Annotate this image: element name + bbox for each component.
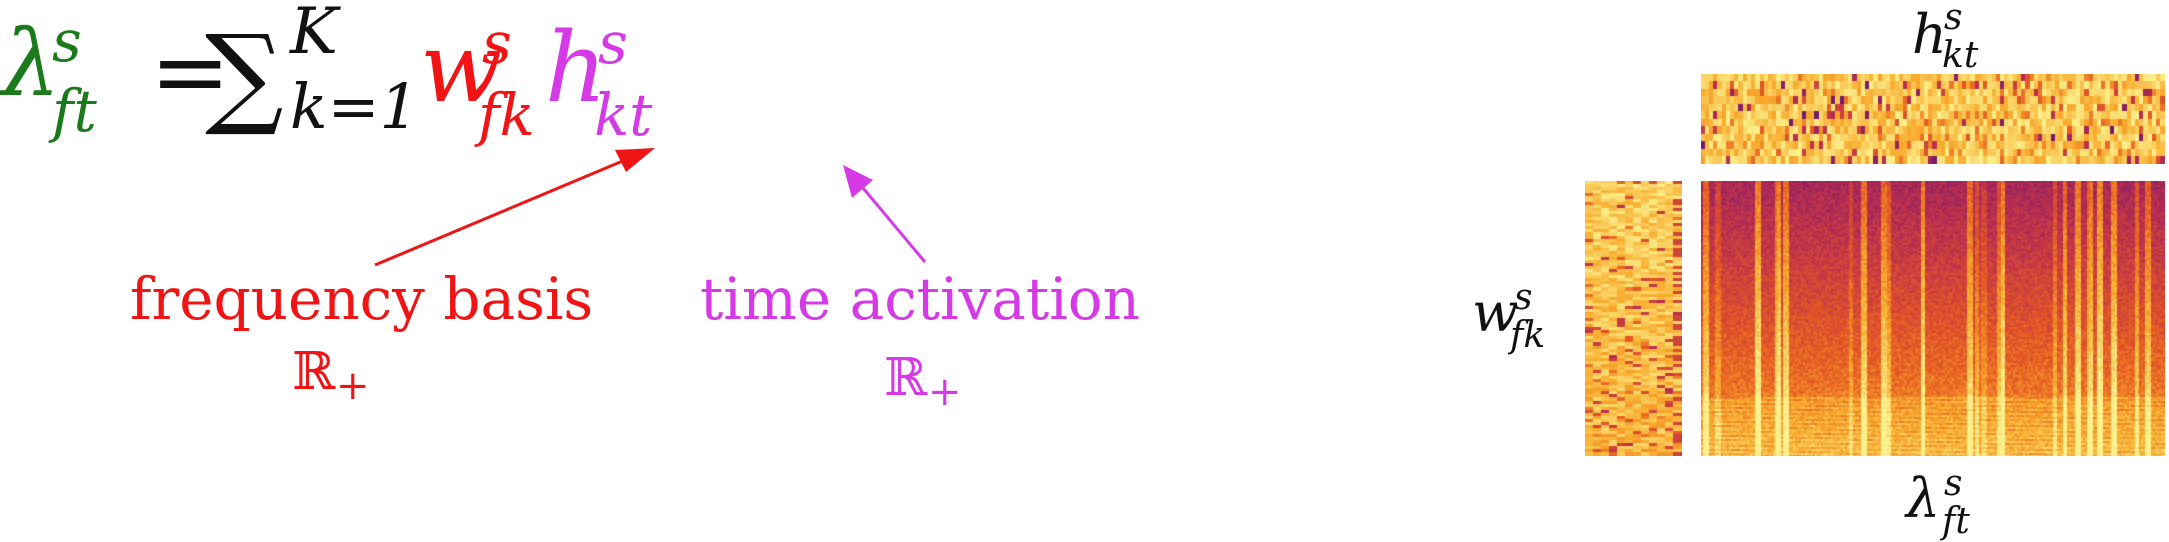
- w-symbol: w: [420, 12, 503, 124]
- w-basis-heatmap: [1585, 181, 1682, 456]
- sum-symbol: ∑: [205, 11, 284, 139]
- time-domain-subscript: +: [928, 369, 962, 415]
- h-activation-heatmap: [1701, 74, 2165, 164]
- h-symbol: h: [545, 12, 607, 124]
- lambda-label-sub: ft: [1942, 501, 1970, 542]
- w-subscript: fk: [478, 81, 535, 149]
- lambda-subscript: ft: [52, 77, 97, 145]
- frequency-arrowhead: [615, 148, 655, 172]
- time-activation-label: time activation: [700, 265, 1141, 333]
- time-domain-symbol: ℝ: [884, 348, 928, 408]
- h-subscript: kt: [594, 81, 653, 149]
- lambda-label-sup: s: [1944, 463, 1963, 504]
- h-superscript: s: [598, 9, 628, 77]
- w-superscript: s: [482, 9, 512, 77]
- h-label-symbol: h: [1912, 3, 1947, 66]
- time-arrow: [861, 187, 927, 263]
- frequency-domain-symbol: ℝ: [292, 342, 336, 402]
- frequency-domain-subscript: +: [336, 363, 370, 409]
- w-label-sub: fk: [1510, 315, 1546, 356]
- h-label-sub: kt: [1942, 35, 1979, 76]
- equals-sign: =: [150, 16, 231, 128]
- lambda-superscript: s: [52, 7, 82, 75]
- w-label-sup: s: [1514, 277, 1533, 318]
- lambda-label-symbol: λ: [1906, 467, 1941, 530]
- time-arrowhead: [843, 165, 873, 198]
- frequency-arrow: [374, 158, 626, 267]
- lambda-spectrogram-heatmap: [1701, 181, 2165, 456]
- frequency-basis-label: frequency basis: [130, 265, 594, 333]
- sum-upper-limit: K: [290, 0, 338, 69]
- h-label-sup: s: [1944, 0, 1963, 38]
- sum-lower-limit: k=1: [290, 70, 419, 143]
- lambda-symbol: λ: [2, 10, 61, 117]
- w-label-symbol: w: [1472, 281, 1519, 344]
